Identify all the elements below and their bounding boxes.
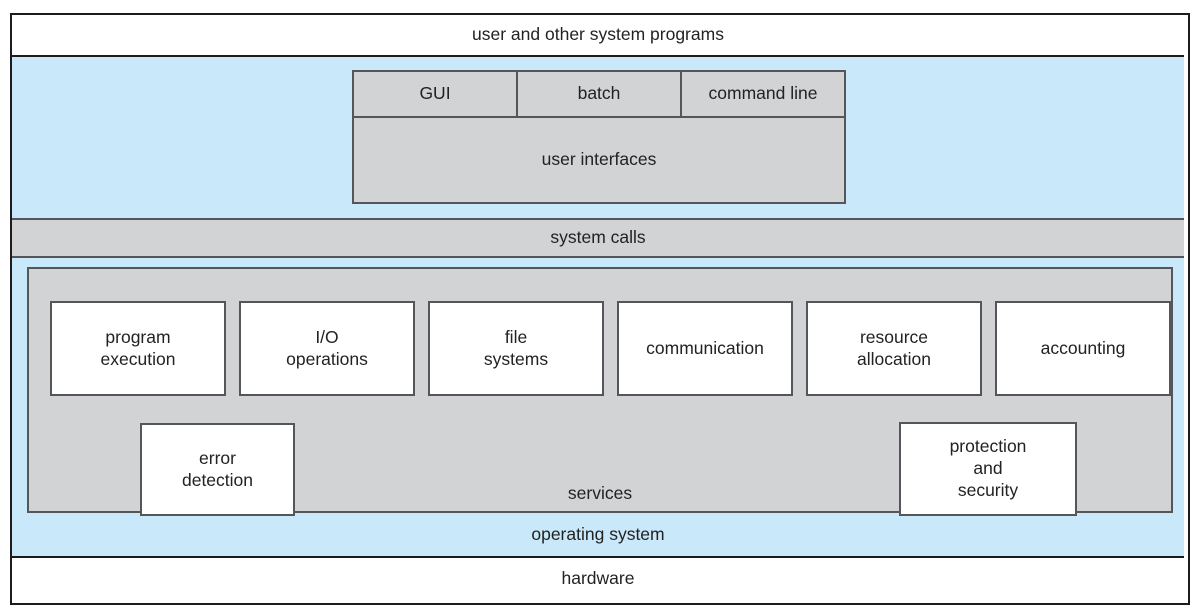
service-communication-label: communication <box>646 337 764 358</box>
service-error-detection: error detection <box>140 423 295 516</box>
service-error-detection-label: error detection <box>181 447 254 490</box>
user-interfaces-label: user interfaces <box>541 149 657 170</box>
service-accounting: accounting <box>995 301 1171 396</box>
layer-user-programs-label: user and other system programs <box>472 24 724 45</box>
service-program-execution-label: program execution <box>100 326 176 369</box>
layer-hardware-label: hardware <box>561 567 635 588</box>
service-resource-allocation-label: resource allocation <box>857 326 931 369</box>
service-io-operations: I/O operations <box>239 301 415 396</box>
service-file-systems-label: file systems <box>483 326 549 369</box>
service-communication: communication <box>617 301 793 396</box>
service-program-execution: program execution <box>50 301 226 396</box>
ui-cell-batch: batch <box>516 72 680 116</box>
ui-cell-gui-label: GUI <box>419 83 451 104</box>
ui-cell-gui: GUI <box>354 72 516 116</box>
ui-cell-command-line: command line <box>680 72 844 116</box>
service-io-operations-label: I/O operations <box>286 326 368 369</box>
user-interface-types-row: GUI batch command line <box>354 72 844 118</box>
user-interfaces-box: GUI batch command line user interfaces <box>352 70 846 204</box>
layer-operating-system: operating system <box>12 513 1184 556</box>
layer-system-calls: system calls <box>12 218 1184 258</box>
layer-operating-system-label: operating system <box>531 523 665 544</box>
ui-cell-command-line-label: command line <box>708 83 818 104</box>
ui-cell-batch-label: batch <box>577 83 621 104</box>
service-file-systems: file systems <box>428 301 604 396</box>
layer-system-calls-label: system calls <box>550 227 646 248</box>
layer-hardware: hardware <box>12 556 1184 599</box>
services-label: services <box>567 483 633 504</box>
services-box: program execution I/O operations file sy… <box>27 267 1173 516</box>
os-structure-diagram: user and other system programs GUI batch… <box>10 13 1190 605</box>
service-protection-security-label: protection and security <box>949 436 1027 500</box>
service-resource-allocation: resource allocation <box>806 301 982 396</box>
layer-user-programs: user and other system programs <box>12 15 1184 57</box>
service-protection-security: protection and security <box>899 422 1077 516</box>
service-accounting-label: accounting <box>1040 337 1126 358</box>
user-interfaces-label-area: user interfaces <box>354 118 844 202</box>
